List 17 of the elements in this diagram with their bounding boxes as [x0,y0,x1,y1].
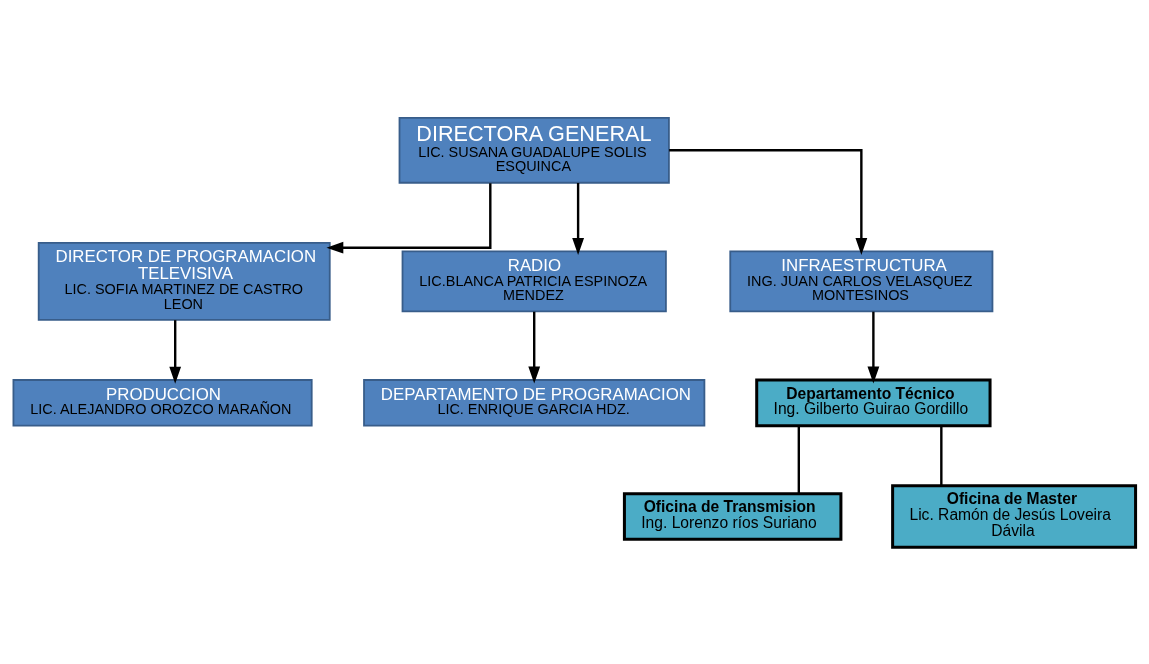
node-box: DIRECTORA GENERAL LIC. SUSANA GUADALUPE SOLIS ESQUINCA [398,116,670,184]
node-box: INFRAESTRUCTURA ING. JUAN CARLOS VELASQUEZ MONTESINOS [729,249,994,312]
node-box: DIRECTOR DE PROGRAMACION TELEVISIVA LIC. SOFIA MARTINEZ DE CASTRO LEON [37,241,331,321]
node-box: Oficina de Master Lic. Ramón de Jesús Loveira Dávila [891,483,1138,549]
arrow [572,182,584,255]
arrow [528,311,541,383]
node-box: Departamento Técnico Ing. Gilberto Guirao Gordillo [755,378,992,427]
connector [940,425,943,486]
node-box: RADIO LIC.BLANCA PATRICIA ESPINOZA MENDEZ [401,249,667,312]
arrow [867,311,880,383]
node-box: PRODUCCION LIC. ALEJANDRO OROZCO MARAÑON [12,378,313,427]
node-box: DEPARTAMENTO DE PROGRAMACION LIC. ENRIQUE GARCIA HDZ. [363,378,706,427]
arrow [169,319,182,384]
arrow [326,182,492,254]
connector [797,425,800,494]
node-box: Oficina de Transmision Ing. Lorenzo ríos Suriano [622,491,843,541]
arrow [669,148,868,255]
